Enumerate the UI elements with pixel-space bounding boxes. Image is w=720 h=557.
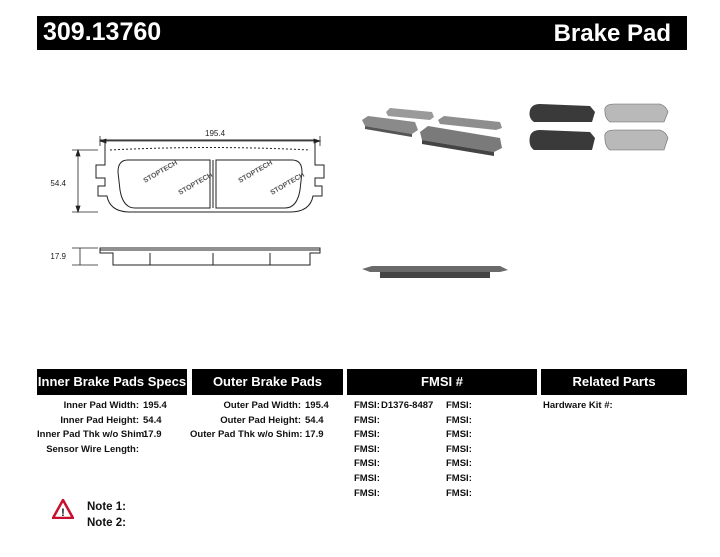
part-number: 309.13760 <box>43 18 162 46</box>
inner-spec-label: Inner Pad Height: <box>60 414 139 426</box>
thickness-dimension <box>72 247 98 266</box>
outer-specs-header: Outer Brake Pads Specs <box>192 369 343 415</box>
fmsi-row: FMSI: FMSI: <box>354 457 534 472</box>
inner-spec-value: 195.4 <box>143 400 167 411</box>
technical-drawing: STOPTECH STOPTECH STOPTECH STOPTECH 195.… <box>50 103 669 278</box>
brand-stamp-3: STOPTECH <box>238 160 274 185</box>
fmsi-label: FMSI: <box>354 400 380 411</box>
outer-spec-label: Outer Pad Width: <box>223 400 302 411</box>
product-photo-flat <box>529 103 669 151</box>
product-photo-side <box>362 266 508 278</box>
fmsi-row: FMSI: D1376-8487 FMSI: <box>354 399 534 414</box>
fmsi-row: FMSI: FMSI: <box>354 443 534 458</box>
fmsi-row: FMSI: FMSI: <box>354 487 534 502</box>
fmsi-header: FMSI # <box>347 369 537 395</box>
inner-spec-value: 54.4 <box>143 414 162 426</box>
inner-spec-label: Inner Pad Thk w/o Shim: <box>37 429 148 441</box>
height-dimension <box>72 148 98 214</box>
pad-side-view <box>99 247 321 266</box>
header-bar: 309.13760 Brake Pad <box>37 16 687 50</box>
outer-spec-label: Outer Pad Height: <box>220 414 301 426</box>
fmsi-label: FMSI: <box>446 472 472 484</box>
note-2: Note 2: <box>87 517 126 529</box>
outer-spec-row: Outer Pad Height: 54.4 <box>190 414 340 429</box>
fmsi-value: D1376-8487 <box>381 400 434 411</box>
brand-stamp-1: STOPTECH <box>143 160 179 185</box>
width-dimension <box>98 136 322 146</box>
fmsi-label: FMSI: <box>446 429 472 441</box>
inner-specs-list: Inner Pad Width: 195.4 Inner Pad Height:… <box>37 399 197 457</box>
inner-spec-value: 17.9 <box>143 429 162 441</box>
related-parts-header: Related Parts <box>541 369 687 395</box>
fmsi-label: FMSI: <box>354 414 380 426</box>
outer-spec-value: 195.4 <box>305 400 329 411</box>
fmsi-row: FMSI: FMSI: <box>354 414 534 429</box>
notes: Note 1: Note 2: <box>87 499 126 531</box>
fmsi-row: FMSI: FMSI: <box>354 472 534 487</box>
width-dim-label: 195.4 <box>205 129 226 138</box>
inner-spec-label: Sensor Wire Length: <box>46 443 139 455</box>
pad-top-view <box>95 139 325 213</box>
fmsi-label: FMSI: <box>354 443 380 455</box>
svg-text:!: ! <box>61 507 65 519</box>
inner-spec-row: Sensor Wire Length: <box>37 443 197 458</box>
inner-spec-label: Inner Pad Width: <box>63 400 139 411</box>
thickness-dim-label: 17.9 <box>50 252 66 261</box>
fmsi-row: FMSI: FMSI: <box>354 428 534 443</box>
inner-specs-header: Inner Brake Pads Specs <box>37 369 187 395</box>
outer-spec-value: 17.9 <box>305 429 324 441</box>
outer-spec-row: Outer Pad Width: 195.4 <box>190 399 340 414</box>
page-title: Brake Pad <box>553 20 671 47</box>
outer-spec-row: Outer Pad Thk w/o Shim: 17.9 <box>190 428 340 443</box>
fmsi-label: FMSI: <box>446 414 472 426</box>
brand-stamp-2: STOPTECH <box>178 172 214 197</box>
fmsi-label: FMSI: <box>446 400 472 411</box>
fmsi-label: FMSI: <box>354 472 380 484</box>
hardware-kit-label: Hardware Kit #: <box>543 400 613 411</box>
outer-specs-list: Outer Pad Width: 195.4 Outer Pad Height:… <box>190 399 340 443</box>
outer-spec-value: 54.4 <box>305 414 324 426</box>
outer-spec-label: Outer Pad Thk w/o Shim: <box>190 429 303 441</box>
inner-spec-row: Inner Pad Width: 195.4 <box>37 399 197 414</box>
fmsi-label: FMSI: <box>354 429 380 441</box>
height-dim-label: 54.4 <box>50 179 66 188</box>
fmsi-label: FMSI: <box>354 487 380 499</box>
note-1: Note 1: <box>87 501 126 513</box>
warning-triangle-icon: ! <box>52 499 74 519</box>
inner-spec-row: Inner Pad Thk w/o Shim: 17.9 <box>37 428 197 443</box>
product-photo-angled <box>362 108 502 156</box>
fmsi-label: FMSI: <box>446 443 472 455</box>
fmsi-list: FMSI: D1376-8487 FMSI: FMSI: FMSI: FMSI:… <box>354 399 534 501</box>
fmsi-label: FMSI: <box>446 458 472 470</box>
fmsi-label: FMSI: <box>446 487 472 499</box>
fmsi-label: FMSI: <box>354 458 380 470</box>
inner-spec-row: Inner Pad Height: 54.4 <box>37 414 197 429</box>
